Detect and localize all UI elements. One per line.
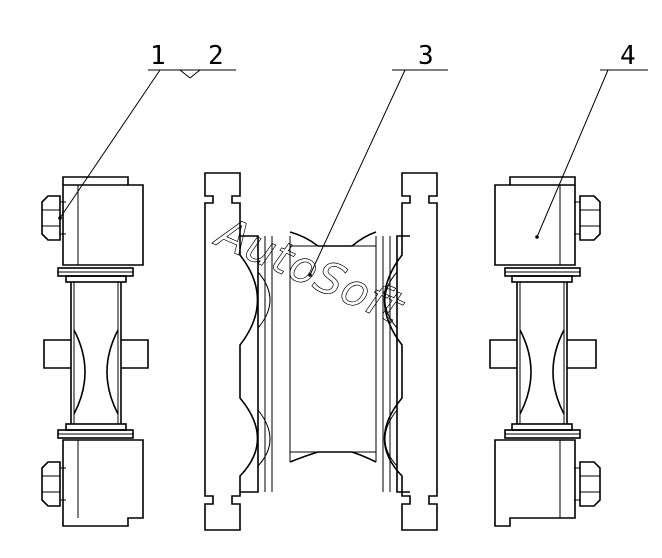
left-roller-assembly: [41, 176, 149, 527]
watermark-text: AutoSoft: [207, 206, 412, 335]
center-frame: [204, 172, 438, 531]
right-roller-assembly: [489, 176, 601, 527]
leader-lines: [58, 69, 648, 277]
callout-dot-4: [535, 235, 539, 239]
callout-label-3: 3: [418, 41, 434, 71]
callout-label-2: 2: [208, 41, 224, 71]
callout-label-1: 1: [150, 41, 166, 71]
callout-dot-1: [58, 216, 62, 220]
callout-label-4: 4: [620, 41, 636, 71]
callout-dot-3: [308, 273, 312, 277]
